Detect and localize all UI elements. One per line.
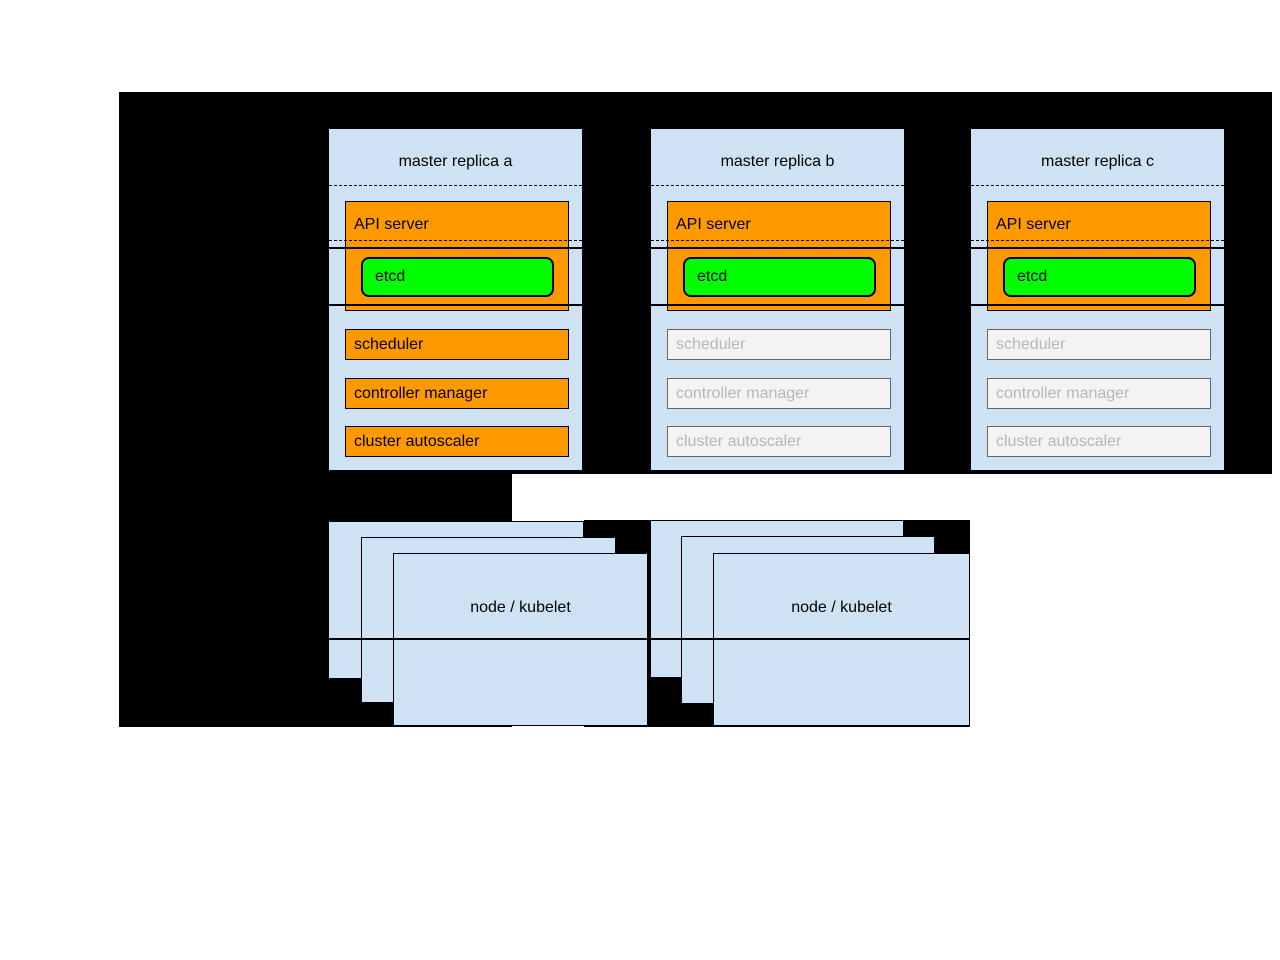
cluster-autoscaler-box: cluster autoscaler (345, 426, 569, 457)
divider-solid-lower (651, 304, 904, 306)
scheduler-label: scheduler (676, 335, 746, 353)
divider-solid-upper (971, 247, 1224, 249)
master-replica-a-title: master replica a (398, 153, 513, 170)
divider-dashed-title (971, 185, 1224, 186)
master-replica-b-title: master replica b (720, 153, 835, 170)
etcd-box: etcd (683, 257, 876, 297)
divider-dashed-title (329, 185, 582, 186)
api-server-label: API server (676, 216, 751, 233)
divider-solid-lower (329, 304, 582, 306)
divider-dashed-api (651, 240, 904, 241)
divider-solid-lower (971, 304, 1224, 306)
etcd-box: etcd (361, 257, 554, 297)
divider-solid-upper (329, 247, 582, 249)
etcd-box: etcd (1003, 257, 1196, 297)
scheduler-box: scheduler (345, 329, 569, 360)
cluster-autoscaler-box-inactive: cluster autoscaler (667, 426, 891, 457)
cluster-autoscaler-label: cluster autoscaler (354, 432, 480, 450)
controller-manager-box-inactive: controller manager (667, 378, 891, 409)
scheduler-box-inactive: scheduler (987, 329, 1211, 360)
controller-manager-label: controller manager (996, 384, 1130, 402)
node-kubelet-label: node / kubelet (470, 599, 571, 616)
master-replica-c-title: master replica c (1041, 153, 1154, 170)
api-server-label: API server (354, 216, 429, 233)
cluster-autoscaler-label: cluster autoscaler (996, 432, 1122, 450)
divider-dashed-api (329, 240, 582, 241)
master-replica-c-box: master replica c API server etcd schedul… (970, 128, 1225, 471)
scheduler-label: scheduler (996, 335, 1066, 353)
etcd-label: etcd (697, 268, 728, 285)
node-divider-line (328, 638, 648, 640)
node-kubelet-label: node / kubelet (791, 599, 892, 616)
controller-manager-box: controller manager (345, 378, 569, 409)
master-replica-a-box: master replica a API server etcd schedul… (328, 128, 583, 471)
etcd-label: etcd (375, 268, 406, 285)
scheduler-label: scheduler (354, 335, 424, 353)
api-server-label: API server (996, 216, 1071, 233)
controller-manager-box-inactive: controller manager (987, 378, 1211, 409)
cluster-autoscaler-box-inactive: cluster autoscaler (987, 426, 1211, 457)
master-replica-b-box: master replica b API server etcd schedul… (650, 128, 905, 471)
controller-manager-label: controller manager (676, 384, 810, 402)
cluster-autoscaler-label: cluster autoscaler (676, 432, 802, 450)
scheduler-box-inactive: scheduler (667, 329, 891, 360)
controller-manager-label: controller manager (354, 384, 488, 402)
divider-dashed-title (651, 185, 904, 186)
divider-dashed-api (971, 240, 1224, 241)
node-divider-line (650, 638, 970, 640)
etcd-label: etcd (1017, 268, 1048, 285)
divider-solid-upper (651, 247, 904, 249)
